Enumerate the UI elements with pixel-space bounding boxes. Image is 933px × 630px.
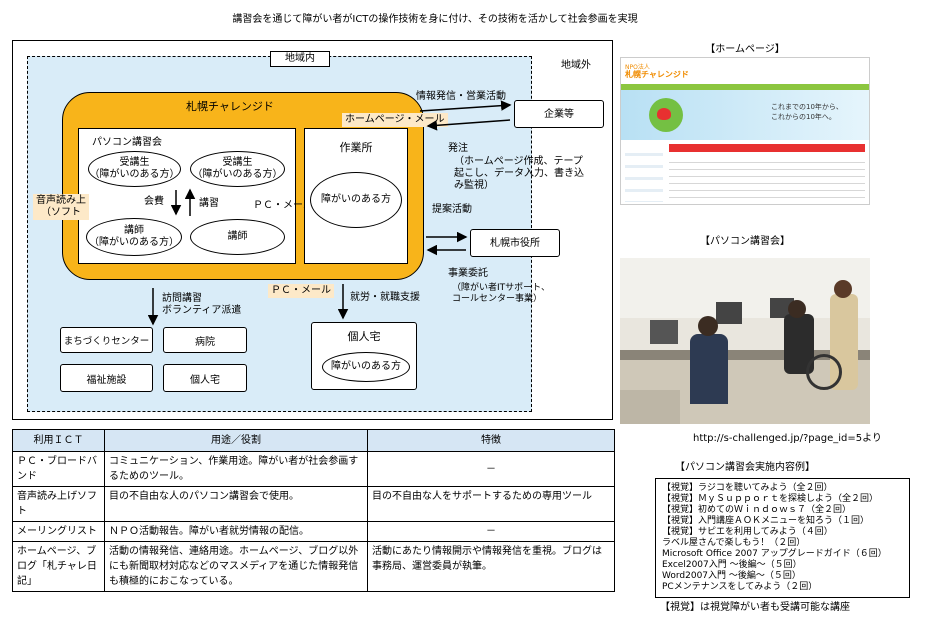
list-item: 【視覚】入門講座ＡＯＫメニューを知ろう（１回）	[662, 516, 870, 526]
pc-mail-inner-label: ＰＣ・メール	[253, 200, 313, 211]
region-inside-label: 地域内	[270, 51, 330, 67]
homepage-screenshot: NPO法人 札幌チャレンジド これまでの10年から、 これからの10年へ。	[620, 57, 870, 205]
list-item: Excel2007入門 ～後編～（５回）	[662, 560, 802, 570]
lecturer-1: 講師 （障がいのある方）	[86, 218, 182, 256]
homepage-label: 【ホームページ】	[705, 44, 785, 55]
company-box: 企業等	[514, 100, 604, 128]
table-row: ＰＣ・ブロードバンド コミュニケーション、作業用途。障がい者が社会参画するための…	[12, 451, 615, 487]
table-cell: メーリングリスト	[12, 521, 105, 542]
table-cell: －	[367, 451, 615, 487]
source-url: http://s-challenged.jp/?page_id=5より	[693, 433, 882, 444]
pc-course-photo	[620, 258, 870, 424]
fee-label: 会費	[144, 196, 164, 207]
list-item: 【視覚】初めてのＷｉｎｄｏｗｓ７（全２回）	[662, 505, 852, 515]
student-2: 受講生 （障がいのある方）	[190, 151, 285, 187]
city-box: 札幌市役所	[470, 229, 560, 257]
examples-label: 【パソコン講習会実施内容例】	[675, 462, 815, 473]
arrow-from-company	[426, 119, 511, 131]
home-label: 個人宅	[347, 330, 381, 343]
table-header: 特徴	[367, 429, 615, 452]
list-item: 【視覚】サピエを利用してみよう（４回）	[662, 527, 833, 537]
order-label: 発注	[448, 143, 468, 154]
table-header: 利用ＩＣＴ	[12, 429, 105, 452]
table-row: 音声読み上げソフト 目の不自由な人のパソコン講習会で使用。 目の不自由な人をサポ…	[12, 486, 615, 522]
table-cell: －	[367, 521, 615, 542]
visit-label: 訪問講習 ボランティア派遣	[162, 293, 242, 316]
page-title: 講習会を通じて障がい者がICTの操作技術を身に付け、その技術を活かして社会参画を…	[232, 14, 638, 25]
list-item: PCメンテナンスをしてみよう（２回）	[662, 582, 818, 592]
list-item: 【視覚】ラジコを聴いてみよう（全２回）	[662, 483, 833, 493]
table-cell: 目の不自由な人をサポートするための専用ツール	[367, 486, 615, 522]
voice-software-label: 音声読み上 （ソフト	[33, 194, 89, 220]
site-machizukuri: まちづくりセンター	[60, 327, 153, 353]
order-detail: （ホームページ作成、テープ 起こし、データ入力、書き込 み監視）	[454, 156, 584, 191]
table-cell: 活動にあたり情報開示や情報発信を重視。ブログは事務局、運営委員が執筆。	[367, 541, 615, 592]
table-row: メーリングリスト ＮＰＯ活動報告。障がい者就労情報の配信。 －	[12, 521, 615, 542]
table-row: ホームページ、ブログ「札チャレ日記」 活動の情報発信、連絡用途。ホームページ、ブ…	[12, 541, 615, 592]
workshop-person: 障がいのある方	[310, 172, 402, 228]
pc-course-photo-label: 【パソコン講習会】	[700, 236, 790, 247]
table-cell: 音声読み上げソフト	[12, 486, 105, 522]
table-cell: ＰＣ・ブロードバンド	[12, 451, 105, 487]
table-cell: ＮＰＯ活動報告。障がい者就労情報の配信。	[104, 521, 368, 542]
diagram-frame	[12, 40, 613, 420]
table-header: 用途／役割	[104, 429, 368, 452]
list-item: Microsoft Office 2007 アップグレードガイド（６回）	[662, 549, 887, 559]
student-1: 受講生 （障がいのある方）	[88, 151, 181, 187]
workshop-label: 作業所	[339, 141, 373, 154]
list-item: ラベル屋さんで楽しもう！（２回）	[662, 538, 806, 548]
hp-org: 札幌チャレンジド	[625, 70, 689, 79]
arrow-to-company	[419, 100, 512, 112]
site-home: 個人宅	[163, 364, 247, 392]
lecturer-2: 講師	[190, 219, 285, 255]
pc-course-label: パソコン講習会	[92, 137, 162, 148]
hp-mail-label: ホームページ・メール	[342, 113, 448, 127]
commission-detail: （障がい者ITサポート、 コールセンター事業）	[452, 283, 550, 304]
table-cell: ホームページ、ブログ「札チャレ日記」	[12, 541, 105, 592]
org-name: 札幌チャレンジド	[186, 100, 274, 113]
proposal-label: 提案活動	[432, 204, 472, 215]
table-cell: 目の不自由な人のパソコン講習会で使用。	[104, 486, 368, 522]
commission-label: 事業委託	[448, 268, 488, 279]
ict-table: 利用ＩＣＴ 用途／役割 特徴 ＰＣ・ブロードバンド コミュニケーション、作業用途…	[12, 429, 615, 592]
hp-slogan-1: これまでの10年から、	[771, 103, 843, 111]
hp-slogan-2: これからの10年へ。	[771, 113, 836, 121]
employment-label: 就労・就職支援	[350, 292, 420, 303]
site-hospital: 病院	[163, 327, 247, 353]
region-outside-label: 地域外	[561, 60, 591, 71]
table-cell: コミュニケーション、作業用途。障がい者が社会参画するためのツール。	[104, 451, 368, 487]
hp-npo: NPO法人	[625, 64, 650, 71]
list-item: 【視覚】ＭｙＳｕｐｐｏｒｔを探検しよう（全２回）	[662, 494, 879, 504]
table-cell: 活動の情報発信、連絡用途。ホームページ、ブログ以外にも新聞取材対応などのマスメデ…	[104, 541, 368, 592]
info-sales-label: 情報発信・営業活動	[416, 91, 506, 102]
home-person: 障がいのある方	[322, 352, 410, 382]
examples-box: 【視覚】ラジコを聴いてみよう（全２回） 【視覚】ＭｙＳｕｐｐｏｒｔを探検しよう（…	[655, 478, 910, 598]
examples-note: 【視覚】は視覚障がい者も受講可能な講座	[660, 602, 850, 613]
list-item: Word2007入門 ～後編～（５回）	[662, 571, 801, 581]
pc-mail-bottom-label: ＰＣ・メール	[268, 284, 334, 298]
site-welfare: 福祉施設	[60, 364, 153, 392]
lecture-label: 講習	[199, 198, 219, 209]
